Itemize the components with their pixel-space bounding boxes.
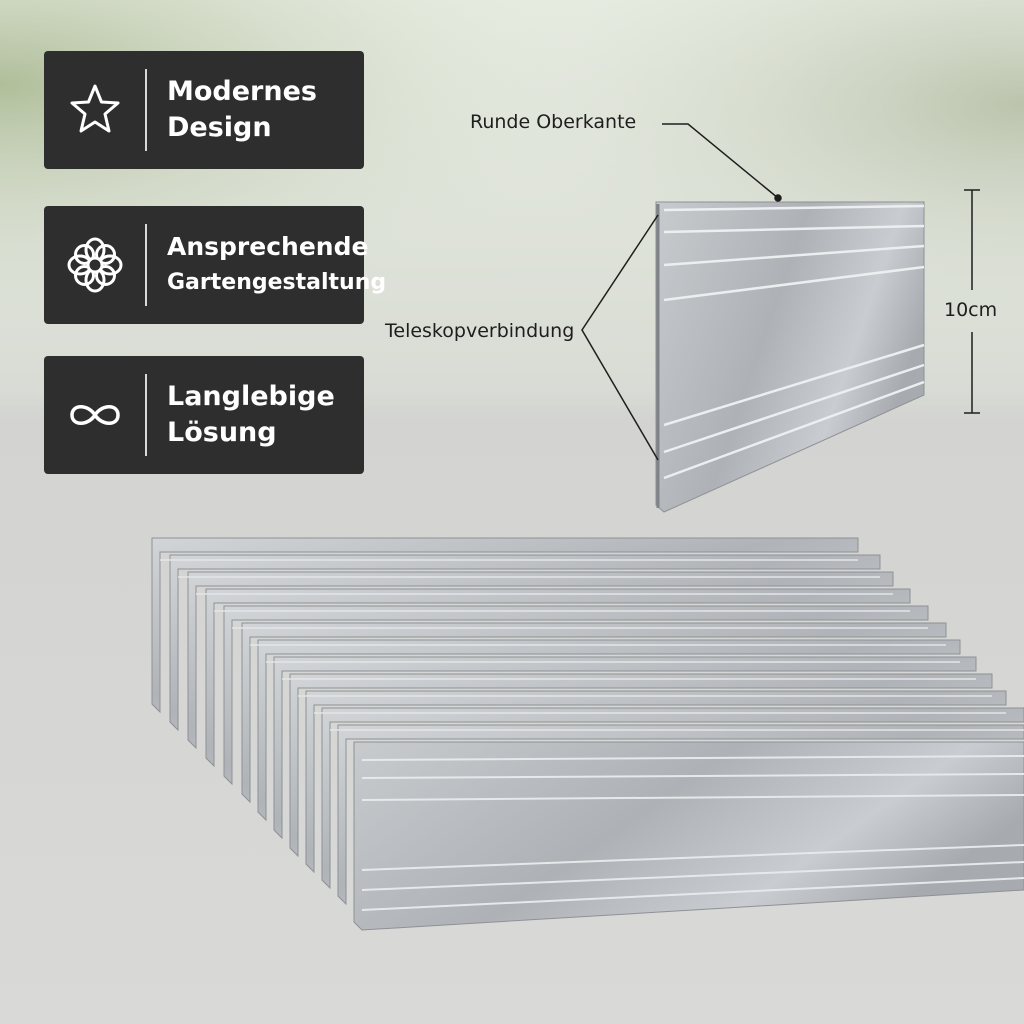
feature-title-line2: Lösung xyxy=(167,417,277,448)
feature-title-line2: Design xyxy=(167,112,272,143)
feature-title-line1: Langlebige xyxy=(167,381,335,412)
stacked-edging-strips xyxy=(151,537,1024,931)
star-icon xyxy=(70,84,120,133)
feature-title-line1: Ansprechende xyxy=(167,232,369,261)
callout-top-edge: Runde Oberkante xyxy=(470,111,637,133)
callout-telescopic-connector: Teleskopverbindung xyxy=(385,320,575,342)
callout-lines xyxy=(581,123,980,461)
badge-divider xyxy=(145,69,147,151)
feature-title-line1: Modernes xyxy=(167,76,317,107)
feature-badge-durable-solution: Langlebige Lösung xyxy=(44,356,364,474)
feature-badge-modern-design: Modernes Design xyxy=(44,51,364,169)
badge-divider xyxy=(145,374,147,456)
badge-divider xyxy=(145,224,147,306)
callout-height: 10cm xyxy=(944,299,998,321)
profile-detail-view xyxy=(655,201,925,513)
infinity-icon xyxy=(70,405,120,425)
feature-title-line2: Gartengestaltung xyxy=(167,270,387,295)
feature-badge-garden-design: Ansprechende Gartengestaltung xyxy=(44,206,387,324)
flower-icon xyxy=(67,237,123,293)
